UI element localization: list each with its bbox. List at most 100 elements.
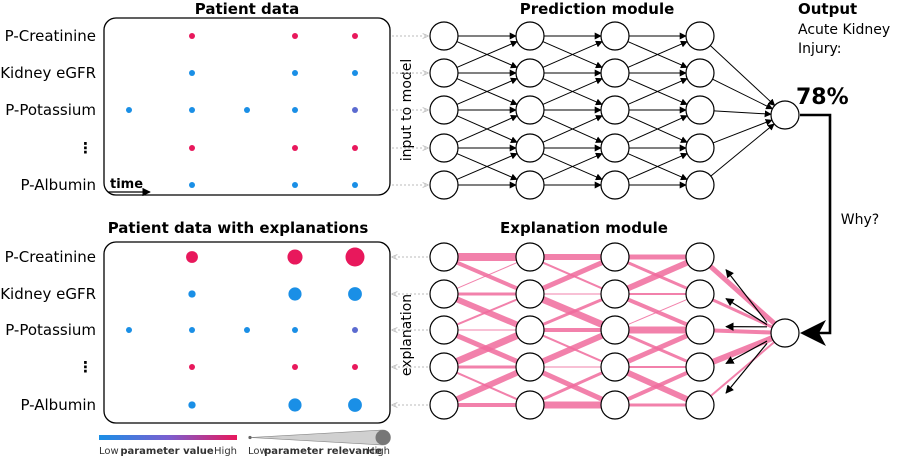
prediction-neuron — [600, 170, 630, 200]
data-point — [352, 70, 358, 76]
explanation-neuron — [515, 390, 545, 420]
explanation-edge — [542, 371, 603, 401]
prediction-edge — [542, 152, 603, 180]
parameter-label-bottom-2: P-Potassium — [5, 321, 96, 339]
explanation-neuron — [515, 352, 545, 382]
explanation-output-edge — [712, 298, 773, 329]
data-point — [352, 33, 358, 39]
parameter-label-bottom-1: Kidney eGFR — [0, 285, 96, 303]
prediction-neuron — [515, 95, 545, 125]
prediction-neuron — [429, 95, 459, 125]
relevance-wedge-large-end — [375, 430, 391, 445]
value-legend-title: parameter value — [120, 446, 214, 457]
relevance-point — [292, 327, 298, 333]
explanation-edge — [541, 260, 604, 291]
relevance-wedge — [249, 429, 391, 446]
network-nodes — [429, 21, 800, 420]
explanation-neuron — [600, 279, 630, 309]
explanation-neuron — [429, 352, 459, 382]
relevance-wedge-small-end — [248, 435, 252, 440]
output-caption-line1: Acute Kidney — [798, 22, 890, 38]
relevance-point — [189, 327, 195, 333]
prediction-neuron — [515, 170, 545, 200]
relevance-legend-high: High — [367, 446, 390, 457]
explanation-output-edge — [708, 264, 777, 326]
data-point — [352, 145, 358, 151]
prediction-edge — [456, 40, 518, 68]
prediction-neuron — [685, 133, 715, 163]
explanation-neuron — [600, 315, 630, 345]
prediction-edge — [542, 115, 603, 143]
parameter-label-top-1: Kidney eGFR — [0, 64, 96, 82]
explanation-output-edge — [711, 335, 774, 365]
value-legend-high: High — [214, 446, 237, 457]
explanation-neuron — [429, 279, 459, 309]
prediction-edge — [627, 152, 688, 180]
prediction-neuron — [685, 170, 715, 200]
why-connector — [800, 113, 832, 335]
prediction-neuron — [515, 133, 545, 163]
data-point — [352, 107, 358, 113]
prediction-neuron — [685, 95, 715, 125]
prediction-module-edges — [456, 32, 776, 189]
value-legend-low: Low — [99, 446, 119, 457]
data-point — [189, 145, 195, 151]
explanation-neuron — [600, 242, 630, 272]
relevance-point — [188, 290, 196, 298]
relevance-point — [288, 287, 302, 301]
prediction-module-title: Prediction module — [520, 0, 675, 18]
relevance-point — [348, 287, 362, 301]
input-to-model-label: input to model — [399, 59, 415, 162]
prediction-edge — [542, 40, 603, 68]
data-point — [292, 145, 298, 151]
explanation-neuron — [685, 242, 715, 272]
data-point — [352, 182, 358, 188]
relevance-point — [348, 398, 362, 412]
prediction-neuron — [429, 21, 459, 51]
prediction-output-edge — [712, 78, 774, 110]
explanation-module-title: Explanation module — [500, 219, 668, 237]
prediction-edge — [627, 40, 688, 68]
prediction-edge — [627, 115, 688, 143]
patient-data-dots — [126, 33, 358, 188]
explanation-neuron — [685, 352, 715, 382]
explanation-neuron — [429, 315, 459, 345]
prediction-output-edge — [710, 123, 775, 177]
prediction-neuron — [685, 21, 715, 51]
explanation-neuron — [685, 390, 715, 420]
why-label: Why? — [841, 212, 879, 228]
explanation-neuron — [515, 315, 545, 345]
explanation-edge — [455, 369, 519, 403]
parameter-value-gradient — [99, 435, 237, 440]
patient-data-panel — [103, 17, 391, 196]
prediction-neuron — [429, 170, 459, 200]
relevance-point — [287, 249, 303, 265]
parameter-label-top-2: P-Potassium — [5, 101, 96, 119]
explanations-panel — [103, 241, 391, 424]
explanation-dots — [126, 247, 365, 412]
parameter-label-bottom-0: P-Creatinine — [5, 248, 96, 266]
data-point — [189, 107, 195, 113]
prediction-edge — [456, 152, 518, 180]
prediction-output-edge — [709, 45, 776, 106]
explanation-neuron — [515, 242, 545, 272]
output-value: 78% — [796, 85, 849, 110]
prediction-edge — [456, 77, 518, 105]
output-title: Output — [798, 0, 857, 18]
prediction-neuron — [685, 58, 715, 88]
prediction-neuron — [515, 21, 545, 51]
explanation-output-neuron — [770, 318, 800, 348]
explanation-edge — [541, 332, 604, 365]
prediction-neuron — [515, 58, 545, 88]
parameter-label-top-3: ⋮ — [78, 139, 93, 157]
why-arrowhead — [800, 320, 826, 346]
data-point — [292, 70, 298, 76]
explanation-edge — [626, 259, 689, 292]
explanation-neuron — [429, 390, 459, 420]
prediction-neuron — [429, 133, 459, 163]
prediction-neuron — [600, 133, 630, 163]
explanation-output-edge — [713, 328, 772, 335]
relevance-point — [186, 251, 198, 263]
